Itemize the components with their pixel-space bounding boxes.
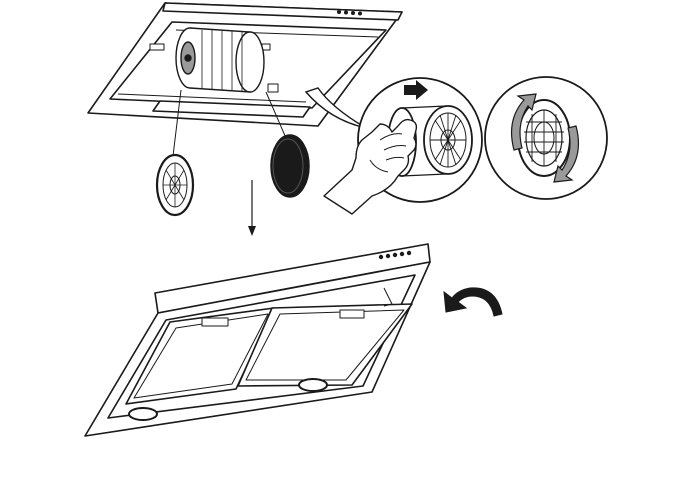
carbon-filter-icon [271,135,309,197]
blower-motor-icon [176,28,264,92]
zoom-detail-2 [485,77,607,199]
push-arrow-icon [404,80,428,100]
leader-lines [173,90,286,156]
hand-icon [324,120,416,214]
range-hood-closed-icon [85,244,430,436]
down-arrow-icon [248,180,256,236]
rotate-arrow-icon [512,94,579,182]
carbon-filter-icon [157,155,193,215]
curved-arrow-icon [444,288,502,316]
